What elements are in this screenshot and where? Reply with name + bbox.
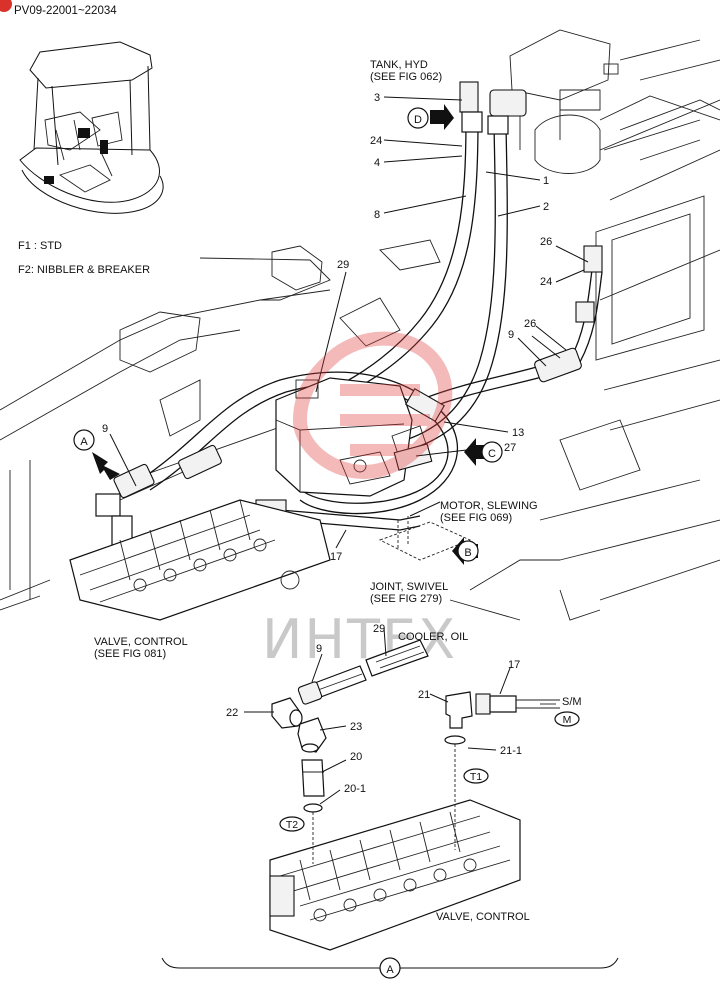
detail-part-29: 29 xyxy=(373,623,385,635)
part-29: 29 xyxy=(337,259,349,271)
callout-tank-ref: (SEE FIG 062) xyxy=(370,71,442,83)
part-numbers-detail: 29 9 17 21 22 23 20 21-1 20-1 xyxy=(226,623,522,795)
part-27: 27 xyxy=(504,442,516,454)
detail-part-9: 9 xyxy=(316,643,322,655)
leader-lines-detail xyxy=(244,627,511,805)
tag-t2-shape xyxy=(279,816,305,832)
detail-sm: S/M xyxy=(562,696,582,708)
view-c-circle xyxy=(481,441,503,463)
part-1: 1 xyxy=(543,175,549,187)
detail-control-valve xyxy=(269,744,521,951)
detail-hose-29 xyxy=(297,639,429,705)
watermark xyxy=(292,331,453,479)
part-26-lower: 26 xyxy=(524,318,536,330)
callout-motor: MOTOR, SLEWING xyxy=(440,500,538,512)
part-26: 26 xyxy=(540,236,552,248)
view-b-circle xyxy=(457,540,479,562)
part-9-right: 9 xyxy=(508,329,514,341)
view-a-bottom-circle xyxy=(379,957,401,979)
detail-part-22: 22 xyxy=(226,707,238,719)
detail-part-20-1: 20-1 xyxy=(344,783,366,795)
view-b-label: B xyxy=(464,547,471,559)
view-arrows xyxy=(92,104,490,565)
corner-badge xyxy=(0,0,12,12)
part-3: 3 xyxy=(374,92,380,104)
part-numbers-main: 3 24 4 1 8 2 26 24 26 9 29 13 27 9 17 xyxy=(102,92,552,563)
view-a-bottom-label: A xyxy=(386,964,394,976)
doc-code: PV09-22001~22034 xyxy=(14,5,117,17)
view-d-label: D xyxy=(414,114,422,126)
control-valve-main xyxy=(69,499,331,621)
legend-f2: F2: NIBBLER & BREAKER xyxy=(18,264,150,276)
arrow-c xyxy=(464,438,490,466)
callout-valve-bottom: VALVE, CONTROL xyxy=(436,911,530,923)
detail-part-21: 21 xyxy=(418,689,430,701)
detail-fittings-22-23-20 xyxy=(271,697,327,813)
callout-valve-top: VALVE, CONTROL xyxy=(94,636,188,648)
arrow-a xyxy=(92,452,120,480)
excavator-thumbnail xyxy=(19,41,164,214)
view-a-circle xyxy=(73,429,95,451)
swivel-joint xyxy=(378,516,472,561)
part-13: 13 xyxy=(512,427,524,439)
tag-t1-shape xyxy=(463,768,489,784)
tag-m: M xyxy=(563,714,572,726)
part-24: 24 xyxy=(370,135,382,147)
part-8: 8 xyxy=(374,209,380,221)
callout-cooler: COOLER, OIL xyxy=(398,631,468,643)
part-17: 17 xyxy=(330,551,342,563)
slewing-motor xyxy=(275,377,427,497)
detail-part-21-1: 21-1 xyxy=(500,745,522,757)
view-c-label: C xyxy=(488,448,496,460)
tag-t2: T2 xyxy=(286,819,298,831)
view-d-circle xyxy=(407,107,429,129)
detail-fitting-21 xyxy=(444,691,560,745)
callout-motor-ref: (SEE FIG 069) xyxy=(440,512,512,524)
detail-part-23: 23 xyxy=(350,721,362,733)
callout-tank: TANK, HYD xyxy=(370,59,428,71)
callout-joint: JOINT, SWIVEL xyxy=(370,581,448,593)
detail-part-17: 17 xyxy=(508,659,520,671)
tag-m-shape xyxy=(554,711,580,727)
part-9-left: 9 xyxy=(102,423,108,435)
watermark-text: ИНТЕХ xyxy=(262,608,457,671)
part-2: 2 xyxy=(543,201,549,213)
legend-f1: F1 : STD xyxy=(18,240,62,252)
callout-valve-top-ref: (SEE FIG 081) xyxy=(94,648,166,660)
arrow-d xyxy=(430,104,454,130)
view-a-label: A xyxy=(80,436,88,448)
detail-part-20: 20 xyxy=(350,751,362,763)
callout-joint-ref: (SEE FIG 279) xyxy=(370,593,442,605)
part-4: 4 xyxy=(374,157,380,169)
tag-t1: T1 xyxy=(470,771,482,783)
part-24-right: 24 xyxy=(540,276,552,288)
machine-frame xyxy=(0,29,720,621)
